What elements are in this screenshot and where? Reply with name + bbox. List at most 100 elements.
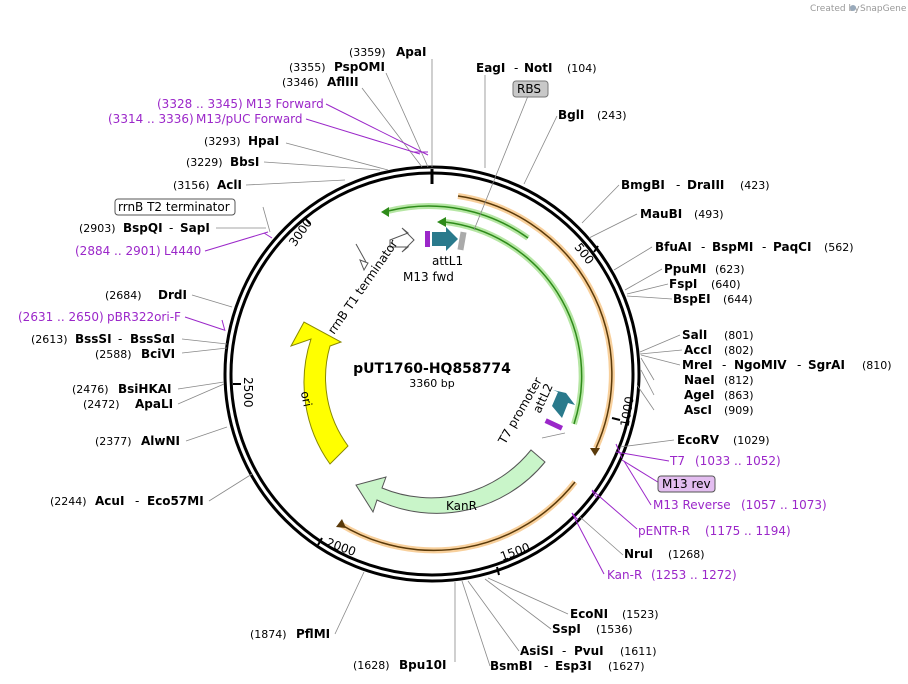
- site-pos: (104): [567, 62, 597, 75]
- feature-arcs: [336, 193, 615, 554]
- site-alt: PvuI: [574, 644, 604, 658]
- site-pos: (801): [724, 329, 754, 342]
- site-name: BspEI: [673, 292, 711, 306]
- m13fwd-label: M13 fwd: [403, 270, 454, 284]
- site-name: BglI: [558, 108, 584, 122]
- svg-text:-: -: [701, 240, 705, 254]
- kanr-feature: [355, 449, 546, 514]
- svg-text:rrnB T2 terminator: rrnB T2 terminator: [118, 200, 230, 214]
- kanr-label: KanR: [446, 499, 477, 513]
- primer-labels: (3328 .. 3345) M13 Forward (3314 .. 3336…: [18, 97, 827, 582]
- site-pos: (644): [723, 293, 753, 306]
- site-name: AflIII: [327, 75, 359, 89]
- site-pos: (3346): [282, 76, 319, 89]
- top-features: [355, 227, 467, 272]
- svg-text:-: -: [544, 659, 548, 673]
- site-name: ApaLI: [135, 397, 173, 411]
- site-name: BspQI: [123, 221, 163, 235]
- svg-text:-: -: [722, 358, 726, 372]
- primer-range: (1175 .. 1194): [705, 524, 791, 538]
- leaders-left: [177, 59, 456, 662]
- primer-name: M13 Forward: [246, 97, 324, 111]
- tick-2500: 2500: [241, 377, 255, 408]
- site-pos: (1611): [620, 645, 657, 658]
- site-name: ApaI: [396, 45, 426, 59]
- site-alt: DraIII: [687, 178, 724, 192]
- primer-range: (1057 .. 1073): [741, 498, 827, 512]
- site-name: AgeI: [684, 388, 714, 402]
- site-name: BssSI: [75, 332, 112, 346]
- site-pos: (2244): [50, 495, 87, 508]
- site-pos: (640): [711, 278, 741, 291]
- primer-range: (1253 .. 1272): [651, 568, 737, 582]
- site-name: MreI: [682, 358, 712, 372]
- tick-1000: 1000: [618, 395, 637, 428]
- site-pos: (2377): [95, 435, 132, 448]
- site-alt: BssSαI: [130, 332, 175, 346]
- site-name: AccI: [684, 343, 712, 357]
- primer-range: (1033 .. 1052): [695, 454, 781, 468]
- site-pos: (423): [740, 179, 770, 192]
- site-name: BmgBI: [621, 178, 665, 192]
- site-name: Bpu10I: [399, 658, 446, 672]
- site-pos: (623): [715, 263, 745, 276]
- site-alt: NotI: [524, 61, 553, 75]
- sites-left: (3359) ApaI (3355) PspOMI (3346) AflIII …: [31, 45, 446, 672]
- site-pos: (243): [597, 109, 627, 122]
- site-pos: (1627): [608, 660, 645, 673]
- primer-name: pENTR-R: [638, 524, 690, 538]
- site-name: DrdI: [158, 288, 187, 302]
- site-alt: SgrAI: [808, 358, 845, 372]
- site-pos: (812): [724, 374, 754, 387]
- primer-name: pBR322ori-F: [107, 310, 181, 324]
- site-name: BciVI: [141, 347, 175, 361]
- site-name: BsmBI: [490, 659, 532, 673]
- site-pos: (3229): [186, 156, 223, 169]
- ori-feature: [289, 321, 349, 465]
- site-alt: PaqCI: [773, 240, 811, 254]
- credit-brand: SnapGene: [860, 4, 907, 14]
- site-pos: (1029): [733, 434, 770, 447]
- site-alt: Eco57MI: [147, 494, 204, 508]
- site-name: AcuI: [95, 494, 124, 508]
- credit-text: Created by: [810, 4, 860, 14]
- rrnb-t2-box: rrnB T2 terminator: [114, 198, 236, 216]
- primer-range: (2631 .. 2650): [18, 310, 104, 324]
- site-pos: (3293): [204, 135, 241, 148]
- site-name: NaeI: [684, 373, 715, 387]
- site-name: AclI: [217, 178, 242, 192]
- attl1-label: attL1: [432, 254, 463, 268]
- tick-1500: 1500: [498, 540, 531, 564]
- plasmid-length: 3360 bp: [409, 377, 454, 390]
- primer-name: Kan-R: [607, 568, 642, 582]
- site-alt: SapI: [180, 221, 210, 235]
- site-alt: Esp3I: [555, 659, 592, 673]
- m13rev-box: M13 rev: [657, 475, 716, 493]
- site-name: PpuMI: [664, 262, 706, 276]
- rrnb-t1-label: rrnB T1 terminator: [325, 237, 401, 337]
- primer-name: L4440: [164, 244, 201, 258]
- site-name: EcoNI: [570, 607, 608, 621]
- site-alt: NgoMIV: [734, 358, 787, 372]
- svg-text:-: -: [514, 61, 518, 75]
- primer-name: M13/pUC Forward: [196, 112, 303, 126]
- site-pos: (802): [724, 344, 754, 357]
- site-pos: (810): [862, 359, 892, 372]
- site-pos: (3359): [349, 46, 386, 59]
- svg-text:-: -: [169, 221, 173, 235]
- svg-text:-: -: [797, 358, 801, 372]
- site-name: SalI: [682, 328, 707, 342]
- primer-range: (2884 .. 2901): [75, 244, 161, 258]
- plasmid-name: pUT1760-HQ858774: [353, 361, 511, 377]
- site-pos: (1874): [250, 628, 287, 641]
- site-name: PflMI: [296, 627, 330, 641]
- site-pos: (3156): [173, 179, 210, 192]
- site-name: BbsI: [230, 155, 259, 169]
- primer-range: (3328 .. 3345): [157, 97, 243, 111]
- site-name: BfuAI: [655, 240, 692, 254]
- primer-name: M13 Reverse: [653, 498, 731, 512]
- svg-text:RBS: RBS: [517, 82, 541, 96]
- site-name: FspI: [669, 277, 697, 291]
- sites-right: EagI - NotI (104) BglI (243) BmgBI - Dra…: [476, 61, 892, 673]
- site-name: AsiSI: [520, 644, 554, 658]
